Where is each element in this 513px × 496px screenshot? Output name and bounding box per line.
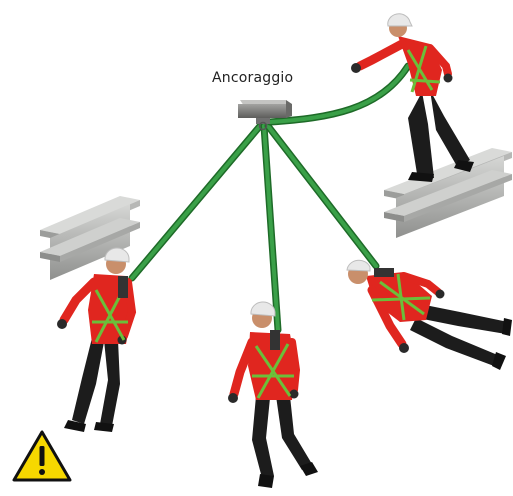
worker-figure-icon	[228, 302, 318, 488]
steel-beam-icon	[384, 148, 512, 238]
warning-triangle-icon	[14, 432, 70, 480]
worker-figure-icon	[347, 260, 512, 370]
worker-figure-icon	[57, 248, 132, 432]
anchor-label: Ancoraggio	[212, 70, 293, 86]
